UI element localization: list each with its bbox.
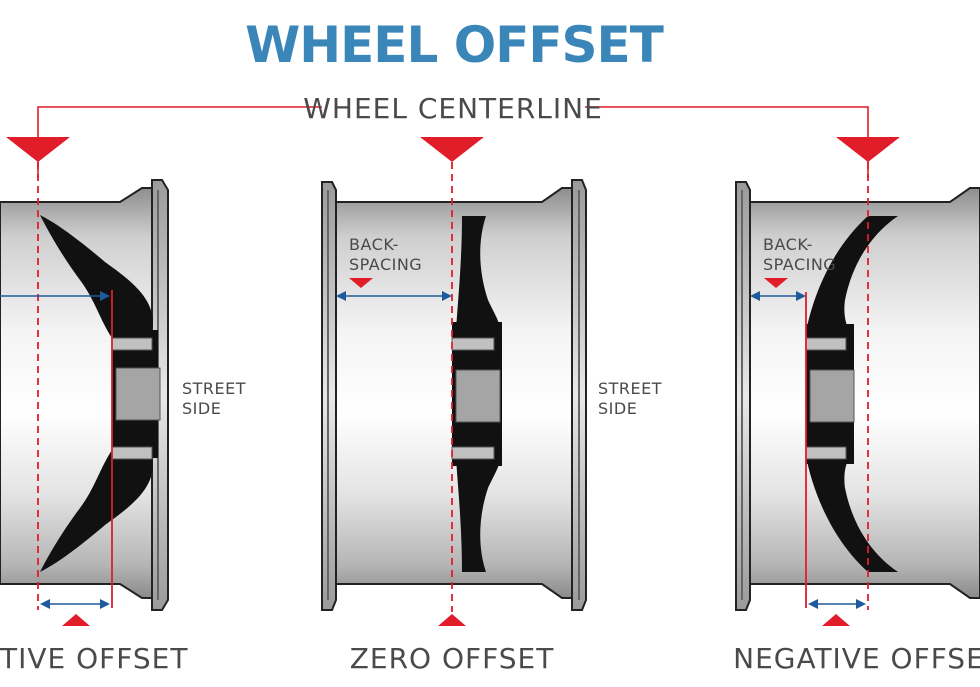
wheel-barrel: [749, 187, 980, 599]
centerline-label: WHEEL CENTERLINE: [303, 92, 603, 125]
lug-upper: [805, 337, 847, 351]
svg-text:SIDE: SIDE: [182, 399, 221, 418]
wheel-label: NEGATIVE OFFSET: [733, 642, 980, 675]
wheel-hub: [809, 369, 855, 423]
backspacing-marker-icon: [349, 278, 373, 288]
centerline-bracket: WHEEL CENTERLINE: [37, 92, 869, 178]
centerline-arrow-icon: [836, 137, 900, 162]
wheel-spoke: [40, 215, 153, 338]
backspacing-marker-icon: [764, 278, 788, 288]
backspacing-label: BACK-: [763, 235, 813, 254]
lug-upper: [451, 337, 495, 351]
centerline-arrow-icon: [420, 137, 484, 162]
backspacing-label: BACK-: [349, 235, 399, 254]
lug-lower: [451, 446, 495, 460]
wheel-zero-offset: BACK- SPACING STREET SIDE ZERO OFFSET: [321, 137, 662, 675]
wheel-hub: [455, 369, 501, 423]
wheel-hub: [115, 367, 161, 421]
wheel-positive-offset: STREET SIDE TIVE OFFSET: [0, 137, 246, 675]
wheel-spoke: [456, 216, 500, 330]
svg-text:SPACING: SPACING: [349, 255, 422, 274]
offset-marker-icon: [438, 614, 466, 626]
lug-lower: [111, 446, 153, 460]
wheel-label: ZERO OFFSET: [350, 642, 555, 675]
wheel-label: TIVE OFFSET: [0, 642, 188, 675]
page-title: WHEEL OFFSET: [245, 16, 664, 74]
lug-upper: [111, 337, 153, 351]
wheel-spoke: [806, 216, 898, 332]
svg-text:SIDE: SIDE: [598, 399, 637, 418]
street-side-label: STREET: [182, 379, 246, 398]
offset-marker-icon: [62, 614, 90, 626]
wheel-negative-offset: BACK- SPACING NEGATIVE OFFSET: [733, 137, 980, 675]
offset-marker-icon: [822, 614, 850, 626]
street-side-label: STREET: [598, 379, 662, 398]
svg-text:SPACING: SPACING: [763, 255, 836, 274]
lug-lower: [805, 446, 847, 460]
centerline-arrow-icon: [6, 137, 70, 162]
